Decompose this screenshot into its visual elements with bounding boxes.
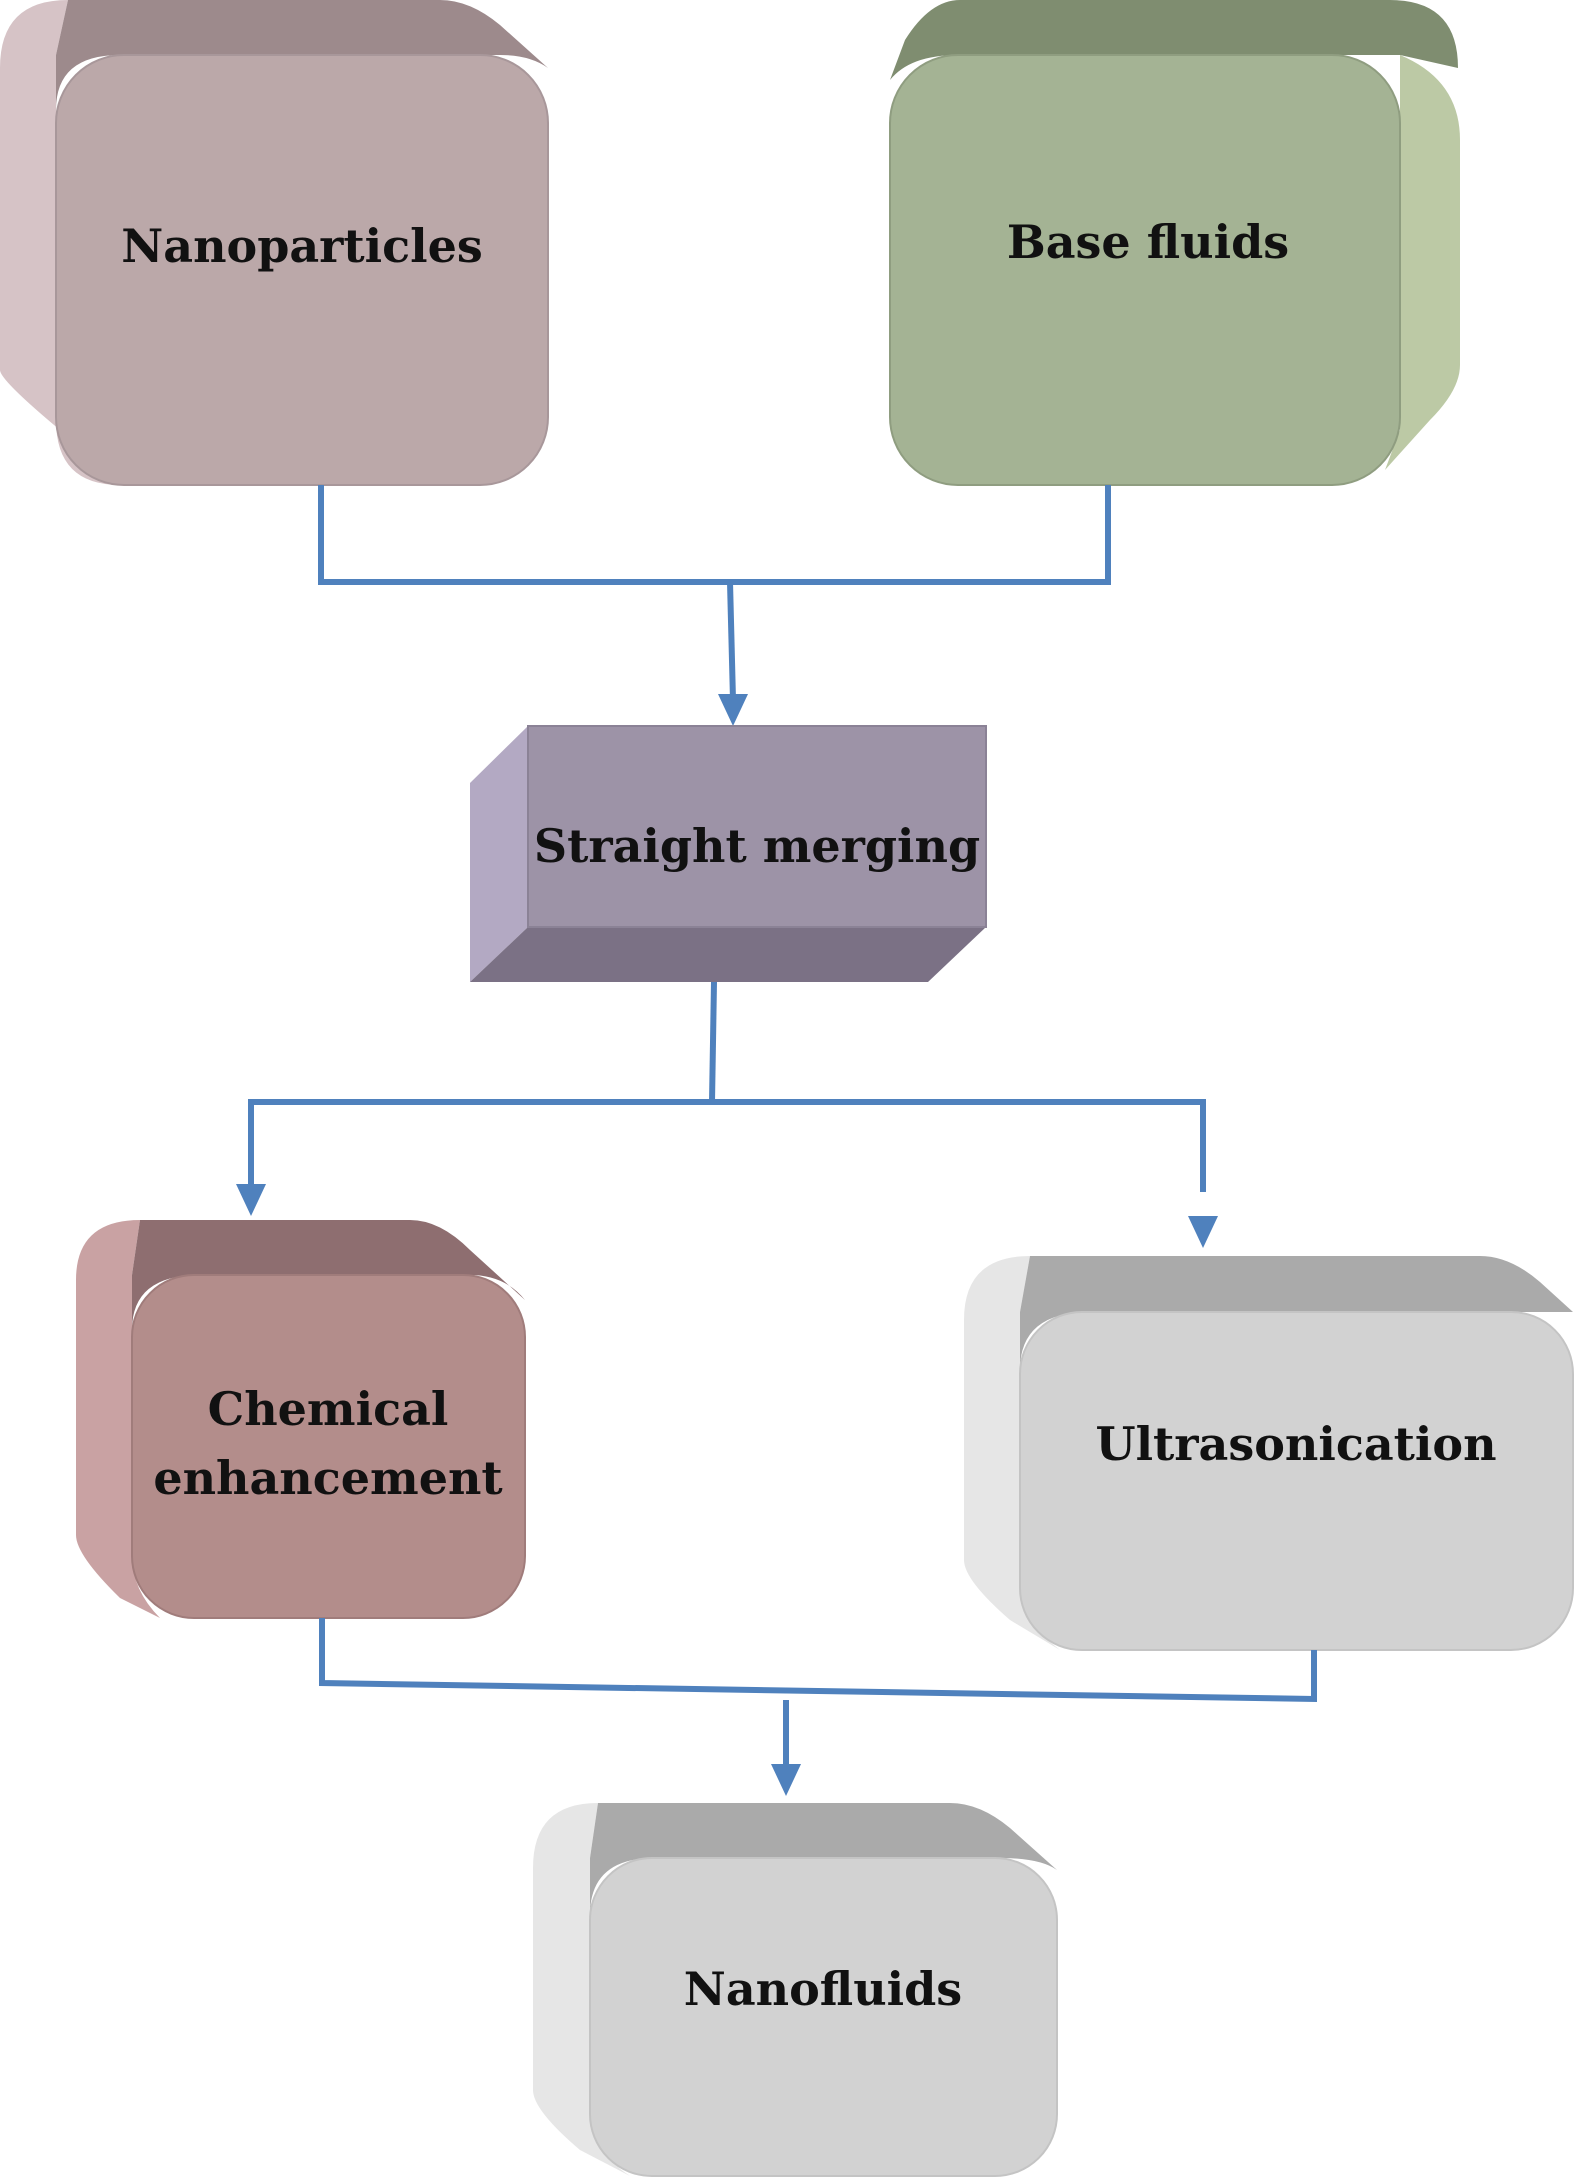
node-chemical-enhancement: Chemical enhancement [76, 1220, 526, 1619]
connector-bottom-merge [319, 1618, 1317, 1764]
node-base-fluids-right-face [1385, 55, 1460, 470]
node-base-fluids-top-face [890, 0, 1458, 80]
node-ultrasonication: Ultrasonication [964, 1256, 1574, 1651]
arrow-head-to-nanofluids [771, 1764, 801, 1796]
arrow-head-to-straight-merging [718, 694, 748, 726]
connector-top-merge [318, 485, 1111, 701]
node-nanoparticles: Nanoparticles [0, 0, 549, 486]
node-ultrasonication-top-face [1020, 1256, 1573, 1370]
node-ultrasonication-label: Ultrasonication [1095, 1417, 1496, 1471]
node-straight-merging-label: Straight merging [534, 819, 980, 873]
node-base-fluids: Base fluids [889, 0, 1460, 486]
node-base-fluids-front-face [889, 54, 1401, 486]
node-nanofluids-label: Nanofluids [684, 1962, 962, 2016]
node-base-fluids-label: Base fluids [1007, 215, 1289, 269]
connector-line [709, 981, 717, 1103]
node-nanofluids: Nanofluids [533, 1803, 1058, 2177]
arrow-head-to-ultrasonication [1188, 1216, 1218, 1248]
connector-line [248, 1099, 1206, 1192]
node-chemical-enhancement-label-line2: enhancement [153, 1451, 503, 1505]
connector-split [248, 981, 1206, 1192]
connector-line [727, 581, 736, 701]
node-nanoparticles-front-face [55, 54, 549, 486]
node-nanoparticles-left-face [0, 0, 120, 485]
node-ultrasonication-left-face [964, 1256, 1060, 1650]
node-nanofluids-front-face [589, 1857, 1058, 2177]
node-straight-merging-left-face [470, 726, 528, 982]
connector-line [318, 485, 1111, 585]
arrow-head-to-chemical-enhancement [236, 1184, 266, 1216]
node-straight-merging-front-face [527, 725, 987, 928]
node-straight-merging: Straight merging [470, 725, 987, 982]
node-ultrasonication-front-face [1019, 1311, 1574, 1651]
node-chemical-enhancement-left-face [76, 1220, 160, 1618]
connector-line [319, 1618, 1317, 1703]
node-chemical-enhancement-label-line1: Chemical [208, 1382, 449, 1436]
node-straight-merging-bottom-face [470, 927, 986, 982]
node-chemical-enhancement-front-face [131, 1274, 526, 1619]
node-nanoparticles-label: Nanoparticles [121, 219, 483, 273]
node-nanofluids-left-face [533, 1803, 630, 2176]
node-nanofluids-top-face [590, 1803, 1057, 1915]
